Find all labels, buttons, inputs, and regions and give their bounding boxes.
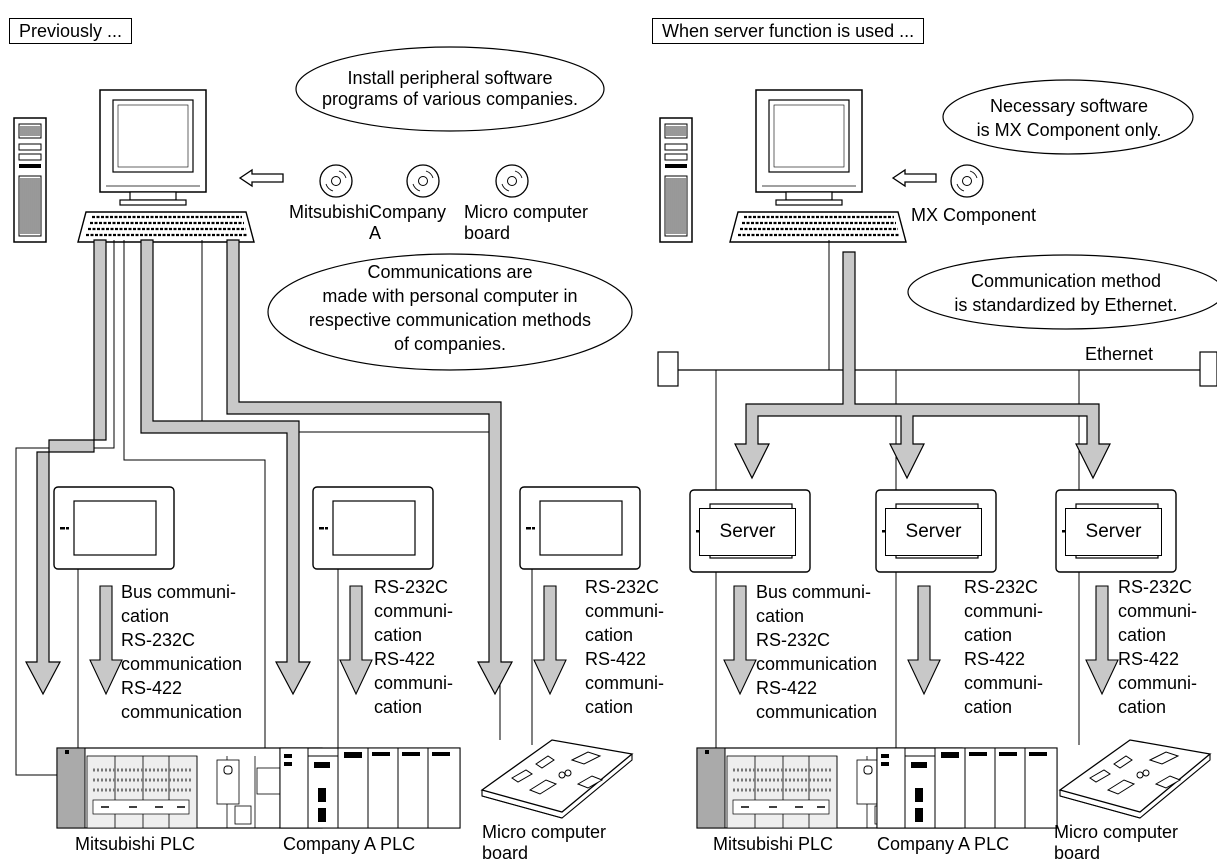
software-balloon bbox=[942, 79, 1194, 155]
ethernet-label: Ethernet bbox=[1085, 344, 1154, 364]
cd-icon bbox=[319, 164, 353, 198]
cd-label-company-a: Company A bbox=[369, 202, 447, 243]
comm-label: RS-232C communi- cation RS-422 communi- … bbox=[374, 577, 454, 717]
left-pc-keyboard bbox=[76, 210, 256, 244]
micro-computer-board bbox=[481, 739, 633, 819]
down-arrow bbox=[339, 585, 373, 696]
device-label: Micro computer board bbox=[482, 822, 607, 863]
down-arrow bbox=[533, 585, 567, 696]
route-arrow-servers bbox=[734, 251, 1111, 480]
server-box: Server bbox=[699, 508, 796, 556]
hmi-panel bbox=[53, 486, 175, 570]
server-box: Server bbox=[1065, 508, 1162, 556]
device-label: Company A PLC bbox=[877, 834, 1010, 854]
install-software-balloon bbox=[295, 46, 605, 132]
balloon-text: Communications are bbox=[367, 262, 533, 282]
cd-label-mitsubishi: Mitsubishi bbox=[289, 202, 370, 222]
right-pc-keyboard bbox=[728, 210, 908, 244]
balloon-text: of companies. bbox=[393, 334, 507, 354]
balloon-text: Communication method bbox=[970, 271, 1162, 291]
down-arrow bbox=[89, 585, 123, 696]
comm-label: RS-232C communi- cation RS-422 communi- … bbox=[585, 577, 665, 717]
heading-previously: Previously ... bbox=[9, 18, 133, 44]
company-a-plc bbox=[279, 747, 461, 829]
balloon-text: is MX Component only. bbox=[976, 120, 1162, 140]
cd-label-mx-component: MX Component bbox=[911, 205, 1037, 225]
balloon-text: made with personal computer in bbox=[322, 286, 578, 306]
device-label: Micro computer board bbox=[1054, 822, 1179, 863]
heading-server-function: When server function is used ... bbox=[652, 18, 925, 44]
down-arrow bbox=[907, 585, 941, 696]
company-a-plc bbox=[876, 747, 1058, 829]
ethernet-terminator bbox=[1199, 351, 1217, 387]
comm-label: RS-232C communi- cation RS-422 communi- … bbox=[964, 577, 1044, 717]
cd-icon bbox=[495, 164, 529, 198]
hmi-panel bbox=[519, 486, 641, 570]
right-pc-monitor bbox=[755, 89, 863, 206]
device-label: Mitsubishi PLC bbox=[75, 834, 196, 854]
cd-icon bbox=[406, 164, 440, 198]
balloon-text: Install peripheral software bbox=[347, 68, 553, 88]
balloon-text: respective communication methods bbox=[308, 310, 592, 330]
down-arrow bbox=[723, 585, 757, 696]
cd-icon bbox=[950, 164, 984, 198]
down-arrow bbox=[1085, 585, 1119, 696]
route-arrow-company-a bbox=[140, 239, 311, 696]
comm-label: RS-232C communi- cation RS-422 communi- … bbox=[1118, 577, 1198, 717]
device-label: Company A PLC bbox=[283, 834, 416, 854]
comm-label: Bus communi- cation RS-232C communicatio… bbox=[121, 582, 243, 722]
device-label: Mitsubishi PLC bbox=[713, 834, 834, 854]
communications-balloon bbox=[267, 253, 633, 371]
micro-computer-board bbox=[1059, 739, 1211, 819]
left-pc-monitor bbox=[99, 89, 207, 206]
right-install-arrow bbox=[891, 168, 937, 188]
ethernet-balloon bbox=[907, 254, 1217, 330]
hmi-panel bbox=[312, 486, 434, 570]
comm-label: Bus communi- cation RS-232C communicatio… bbox=[756, 582, 878, 722]
balloon-text: Necessary software bbox=[989, 96, 1149, 116]
left-install-arrow bbox=[238, 168, 284, 188]
route-arrow-mitsubishi bbox=[25, 239, 107, 696]
ethernet-terminator bbox=[657, 351, 679, 387]
cd-label-micro-computer: Micro computer board bbox=[464, 202, 589, 243]
balloon-text: programs of various companies. bbox=[321, 89, 579, 109]
server-box: Server bbox=[885, 508, 982, 556]
balloon-text: is standardized by Ethernet. bbox=[954, 295, 1178, 315]
left-cable bbox=[15, 240, 115, 776]
left-pc-tower bbox=[13, 117, 47, 243]
route-arrow-micro-board bbox=[226, 239, 513, 696]
right-pc-tower bbox=[659, 117, 693, 243]
